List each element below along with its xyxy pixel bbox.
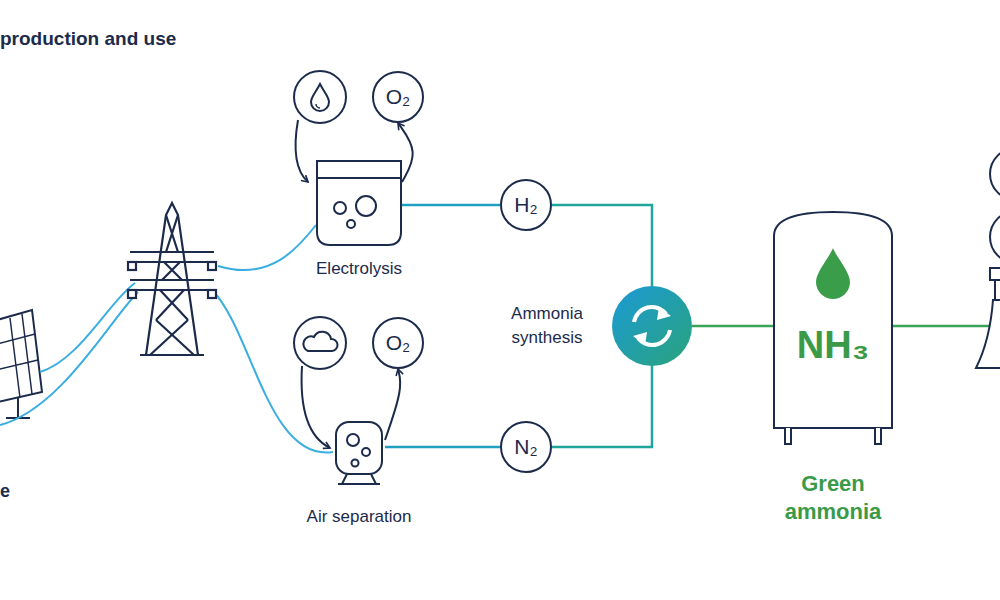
air-separation-unit: Air separation — [333, 418, 385, 486]
panel-grid — [0, 314, 38, 398]
flow-connector — [552, 366, 652, 447]
product-formula: NH₃ — [773, 322, 893, 368]
flow-connector — [402, 204, 500, 207]
node-label: Ammonia synthesis — [499, 302, 595, 350]
bubble — [352, 460, 359, 467]
gas-circle: N₂ — [500, 421, 552, 473]
bubble — [334, 202, 346, 214]
insulator — [208, 290, 216, 298]
cropped-label: e — [0, 481, 10, 502]
insulator — [128, 290, 136, 298]
water-circle — [294, 71, 346, 123]
flow-connector — [385, 369, 400, 440]
node-label: Air separation — [307, 507, 412, 527]
bubble — [347, 434, 359, 446]
ammonia-use — [892, 148, 1000, 368]
gas-formula: O₂ — [372, 330, 424, 356]
liquid-line — [317, 177, 401, 179]
insulator — [208, 262, 216, 270]
use-circle — [990, 148, 1000, 200]
power-wire — [212, 290, 333, 453]
ammonia-drop — [816, 248, 850, 299]
drop-highlight — [316, 104, 320, 108]
circle-outline — [501, 180, 551, 230]
flow-connector — [692, 325, 773, 328]
gas-circle: O₂ — [372, 71, 424, 123]
gas-formula: O₂ — [372, 84, 424, 110]
node-outline — [333, 418, 385, 486]
use-circle — [990, 211, 1000, 263]
water-drop-icon — [311, 84, 329, 111]
cycle-heads — [633, 307, 671, 345]
gas-circle: O₂ — [372, 317, 424, 369]
solar-panel — [0, 310, 42, 418]
node-outline — [612, 286, 692, 366]
node-outline — [316, 160, 402, 246]
node-label: Electrolysis — [316, 259, 402, 279]
synthesis-circle: Ammonia synthesis — [612, 286, 692, 366]
flow-connector — [385, 446, 500, 449]
diagram-title: production and use — [0, 28, 176, 50]
gas-circle: H₂ — [500, 179, 552, 231]
flow-connector — [552, 205, 652, 286]
tank-legs — [785, 428, 881, 444]
cloud-icon — [303, 332, 337, 351]
power-wire — [40, 283, 135, 372]
electrolysis-vessel: Electrolysis — [316, 160, 402, 246]
power-wire — [0, 292, 138, 425]
bubble — [347, 220, 355, 228]
product-label: Green ammonia — [773, 470, 893, 526]
tank-outline — [774, 212, 892, 428]
column-outline — [336, 422, 382, 474]
circle-outline — [373, 318, 423, 368]
storage-tank: NH₃Green ammonia — [773, 210, 893, 445]
ship-icon — [976, 268, 1000, 368]
power-wire — [218, 225, 316, 270]
export-line — [892, 325, 1000, 328]
circle-outline — [501, 422, 551, 472]
insulator — [128, 262, 136, 270]
bubble — [356, 196, 376, 216]
gas-formula: N₂ — [500, 434, 552, 460]
circle-outline — [373, 72, 423, 122]
panel-stand — [6, 398, 30, 418]
synthesis-disc — [612, 286, 692, 366]
tower-lattice — [140, 215, 204, 355]
vessel-outline — [317, 161, 401, 245]
input-arrow — [296, 120, 308, 182]
bubble — [362, 448, 370, 456]
transmission-tower — [128, 203, 216, 355]
input-arrow — [302, 366, 330, 448]
gas-formula: H₂ — [500, 192, 552, 218]
panel-frame — [0, 310, 42, 402]
air-circle — [294, 317, 346, 369]
cycle-arcs — [634, 307, 670, 345]
column-legs — [338, 474, 380, 484]
